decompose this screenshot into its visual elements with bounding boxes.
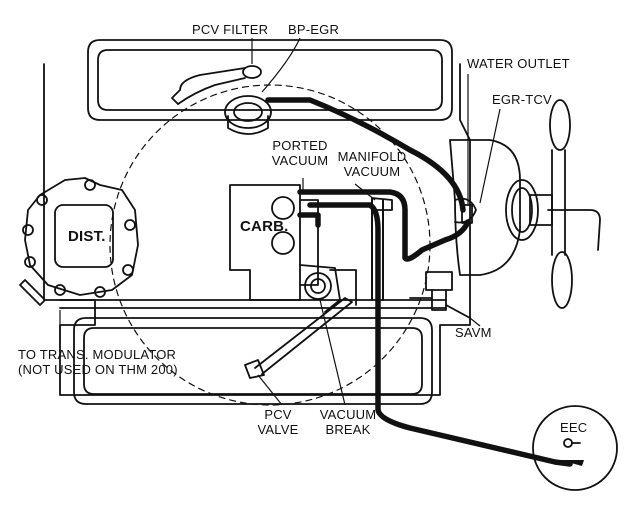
lower-valve-cover: [73, 317, 433, 405]
egr-tcv-label: EGR-TCV: [492, 92, 552, 107]
ported-vacuum-label: PORTED VACUUM: [264, 138, 336, 169]
manifold-vacuum-leader: [354, 183, 376, 201]
savm-valve: [409, 271, 471, 319]
pcv-valve-leader: [257, 374, 283, 406]
eec-label: EEC: [560, 420, 588, 435]
ported-vacuum-line-2: VACUUM: [271, 152, 329, 168]
savm-leader: [469, 317, 481, 327]
dist-label: DIST.: [68, 228, 106, 245]
egr-tcv-leader: [479, 108, 501, 204]
eec-canister: [532, 405, 618, 491]
vacuum-break-line-2: BREAK: [325, 421, 371, 437]
eec-purge-hose: [307, 202, 573, 467]
pcv-valve-line-2: VALVE: [257, 421, 299, 437]
trans-modulator-line-1: TO TRANS. MODULATOR: [18, 347, 177, 362]
water-outlet-label: WATER OUTLET: [467, 56, 570, 71]
pcv-valve-label: PCV VALVE: [248, 407, 308, 438]
ported-vacuum-line-1: PORTED: [272, 138, 328, 153]
egr-vacuum-hose: [265, 97, 466, 213]
carb-label: CARB.: [240, 218, 289, 235]
trans-modulator-label: TO TRANS. MODULATOR (NOT USED ON THM 200…: [18, 347, 178, 378]
upper-valve-cover: [87, 39, 453, 121]
savm-label: SAVM: [455, 325, 492, 340]
vacuum-break-hose: [297, 212, 321, 228]
vacuum-break-line-1: VACUUM: [319, 407, 377, 422]
vacuum-break-label: VACUUM BREAK: [310, 407, 386, 438]
vacuum-break-unit: [299, 264, 357, 313]
pcv-filter-hose: [171, 65, 262, 105]
manifold-vacuum-line-1: MANIFOLD: [337, 149, 407, 164]
trans-modulator-line-2: (NOT USED ON THM 200): [18, 361, 178, 377]
pcv-valve-hose: [244, 297, 353, 379]
vacuum-break-leader: [319, 299, 346, 406]
eec-port: [563, 438, 581, 448]
pulley-fan: [505, 99, 601, 309]
pcv-valve-line-1: PCV: [264, 407, 292, 422]
bp-egr-label: BP-EGR: [288, 22, 340, 37]
distributor: [19, 177, 139, 306]
bp-egr-leader: [261, 37, 301, 93]
manifold-vacuum-label: MANIFOLD VACUUM: [326, 149, 418, 180]
bp-egr-valve: [224, 95, 272, 135]
pcv-filter-label: PCV FILTER: [192, 22, 269, 37]
manifold-vacuum-line-2: VACUUM: [343, 163, 401, 179]
ported-vacuum-hose: [297, 189, 471, 262]
